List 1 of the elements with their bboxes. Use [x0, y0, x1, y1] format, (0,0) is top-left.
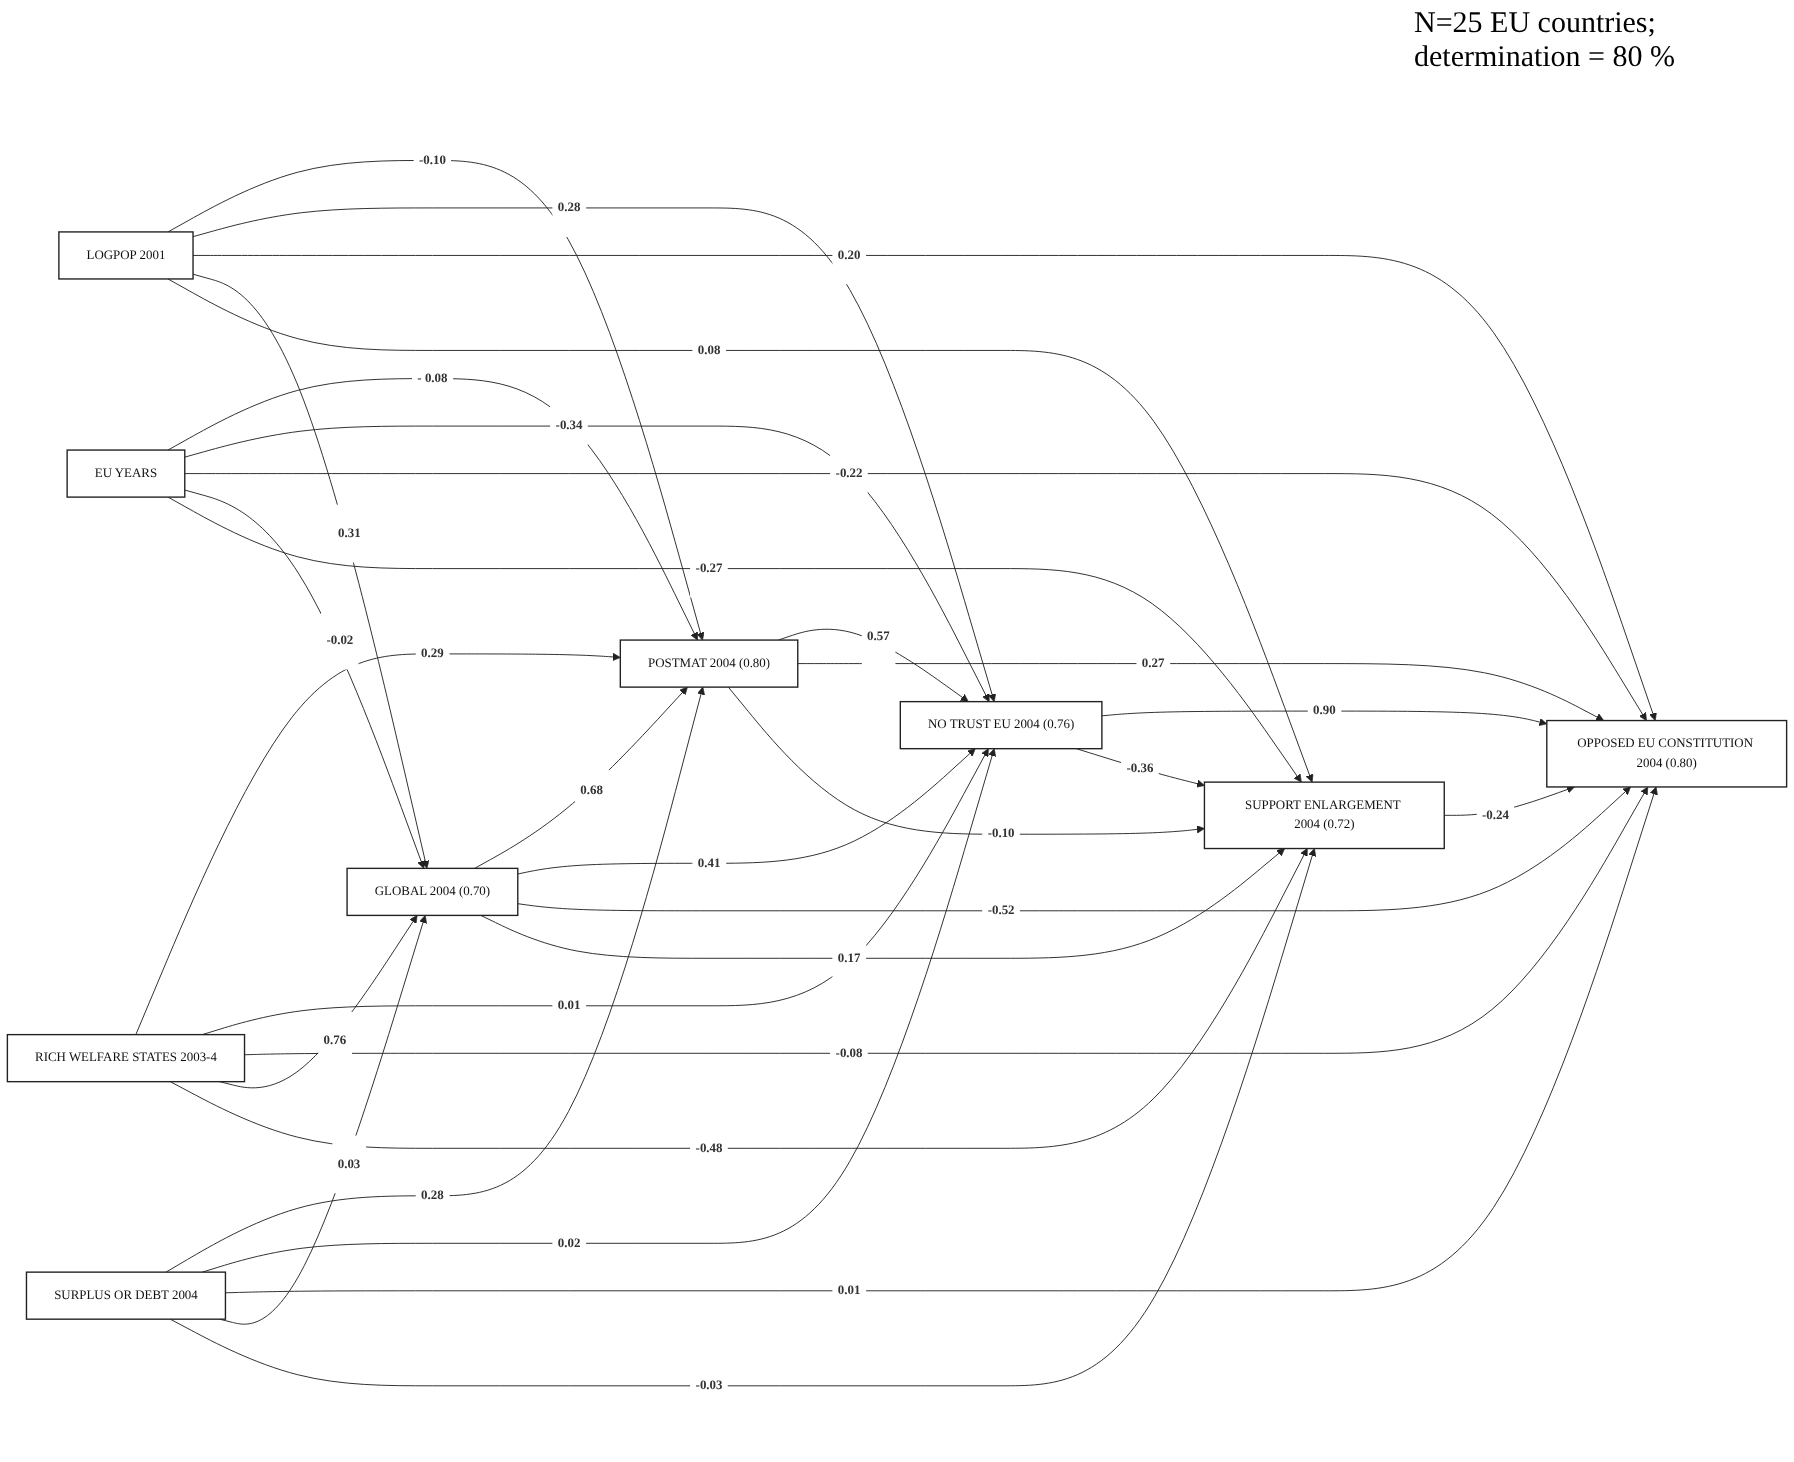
note-text: N=25 EU countries; determination = 80 % — [1414, 8, 1678, 76]
